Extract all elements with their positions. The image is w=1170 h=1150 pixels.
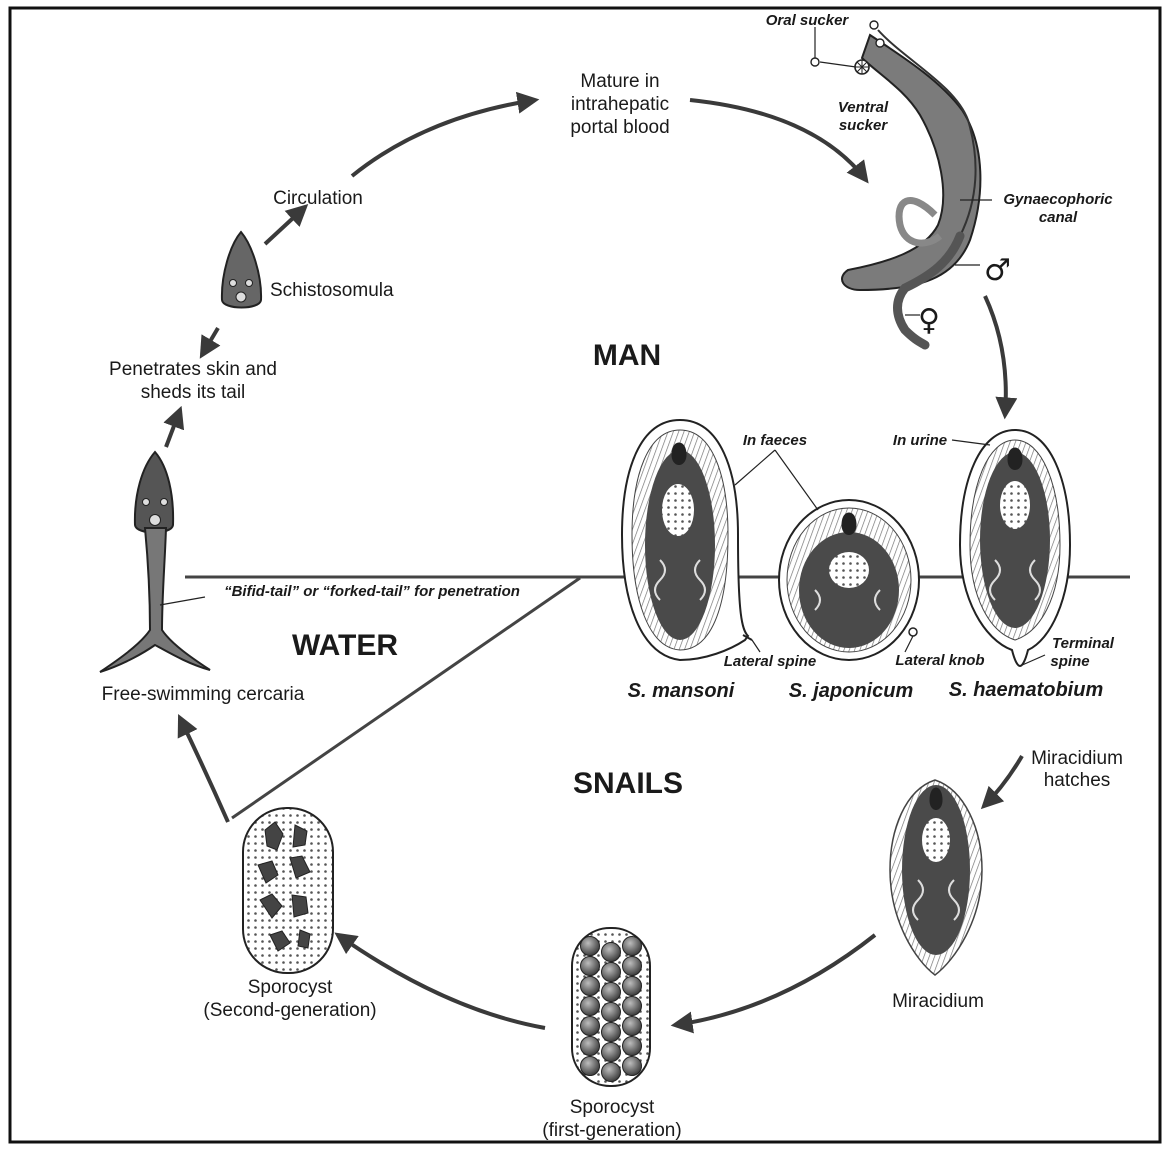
germ-ball [623, 1017, 642, 1036]
germ-ball [602, 1003, 621, 1022]
sporocyst-second-generation-illustration [243, 808, 333, 973]
gynaecophoric-label-line1: Gynaecophoric [1003, 191, 1113, 208]
germ-ball [623, 1057, 642, 1076]
germ-ball [602, 1063, 621, 1082]
germ-ball [581, 937, 600, 956]
bifid-tail-label: “Bifid-tail” or “forked-tail” for penetr… [224, 583, 520, 600]
male-symbol: ♂ [984, 253, 1011, 288]
in-faeces-label: In faeces [743, 432, 807, 449]
germ-ball [581, 1017, 600, 1036]
germ-ball [602, 963, 621, 982]
sporocyst-first-generation-illustration [572, 928, 650, 1086]
penetrates-label-line1: Penetrates skin and [109, 359, 277, 380]
germ-ball [602, 1023, 621, 1042]
germ-ball [623, 997, 642, 1016]
region-water-label: WATER [292, 629, 398, 662]
sporocyst1-label-line2: (first-generation) [542, 1120, 681, 1141]
species-japonicum-label: S. japonicum [789, 680, 913, 702]
sporocyst2-label-line2: (Second-generation) [203, 1000, 376, 1021]
germ-ball [581, 977, 600, 996]
miracidium-hatches-label-line1: Miracidium [1031, 748, 1123, 769]
free-swimming-cercaria-label: Free-swimming cercaria [102, 684, 305, 705]
germ-ball [623, 957, 642, 976]
gynaecophoric-label-line2: canal [1039, 209, 1078, 226]
oral-sucker-icon [870, 21, 878, 29]
sporocyst2-label-line1: Sporocyst [248, 977, 333, 998]
mature-label-line2: intrahepatic [571, 94, 669, 115]
region-man-label: MAN [593, 339, 661, 372]
terminal-spine-label-line2: spine [1050, 653, 1089, 670]
sporocyst1-label-line1: Sporocyst [570, 1097, 655, 1118]
miracidium-label: Miracidium [892, 991, 984, 1012]
germ-ball [623, 1037, 642, 1056]
ventral-sucker-label-line1: Ventral [838, 99, 889, 116]
female-symbol: ♀ [918, 303, 940, 338]
lateral-knob-label: Lateral knob [895, 652, 984, 669]
region-snails-label: SNAILS [573, 767, 683, 800]
egg-s-japonicum [779, 500, 919, 660]
terminal-spine-label-line1: Terminal [1052, 635, 1115, 652]
species-haematobium-label: S. haematobium [949, 679, 1103, 701]
species-mansoni-label: S. mansoni [628, 680, 735, 702]
germ-ball [602, 943, 621, 962]
ventral-sucker-label-line2: sucker [839, 117, 889, 134]
in-urine-label: In urine [893, 432, 947, 449]
oral-sucker-label: Oral sucker [766, 12, 850, 29]
germ-ball [581, 957, 600, 976]
germ-ball [581, 997, 600, 1016]
germ-ball [581, 1057, 600, 1076]
lateral-spine-label: Lateral spine [724, 653, 817, 670]
germ-ball [623, 977, 642, 996]
mature-label-line3: portal blood [570, 117, 669, 138]
penetrates-label-line2: sheds its tail [141, 382, 246, 403]
germ-ball [623, 937, 642, 956]
circulation-label: Circulation [273, 188, 363, 209]
miracidium-hatches-label-line2: hatches [1044, 770, 1111, 791]
mature-label-line1: Mature in [580, 71, 659, 92]
germ-ball [602, 983, 621, 1002]
germ-ball [581, 1037, 600, 1056]
germ-ball [602, 1043, 621, 1062]
schistosomula-label: Schistosomula [270, 280, 394, 301]
